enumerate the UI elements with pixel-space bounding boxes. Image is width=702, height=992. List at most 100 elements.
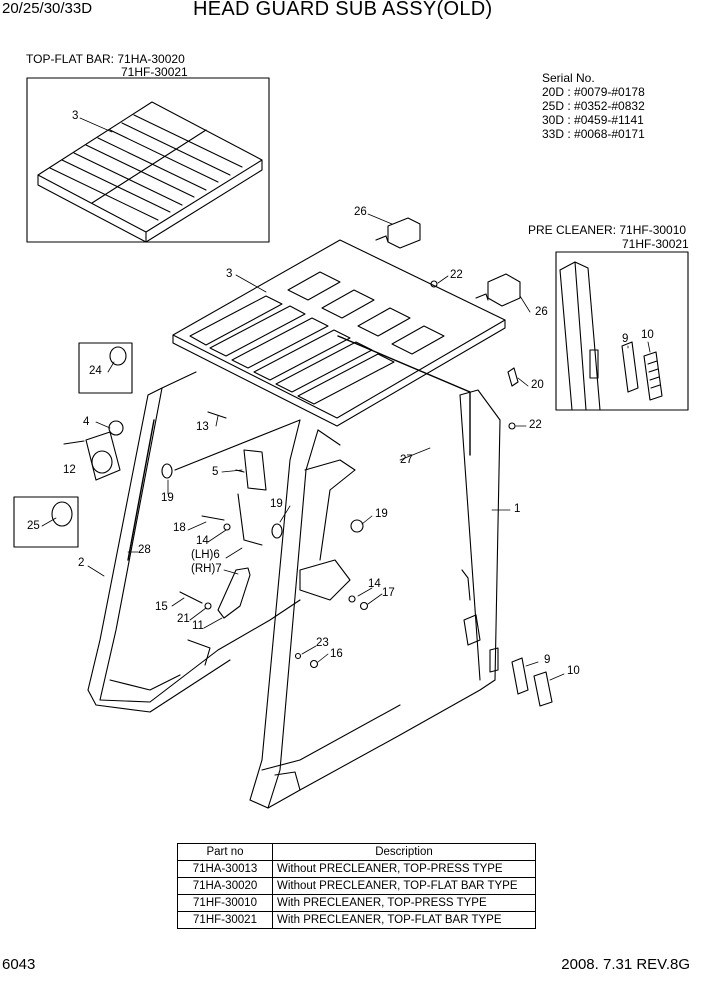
callout-18: 18 [173, 522, 186, 534]
part-no-cell: 71HF-30021 [177, 911, 273, 929]
column-header-part-no: Part no [177, 843, 273, 861]
page-title: HEAD GUARD SUB ASSY(OLD) [193, 0, 493, 20]
callout-15: 15 [155, 601, 168, 613]
grommet-19-middle [271, 523, 283, 539]
top-flat-bar-detail-box [26, 77, 270, 243]
callout-14: 14 [368, 578, 381, 590]
callout-5: 5 [212, 466, 219, 478]
lamp-25-detail-box [13, 496, 79, 548]
wire-harness-28 [127, 419, 155, 561]
mirror-bracket-6 [237, 493, 263, 546]
bolt-12 [63, 440, 85, 445]
part-no-cell: 71HA-30020 [177, 877, 273, 895]
cap-22-right [508, 422, 516, 430]
grab-handle-7 [217, 567, 251, 619]
washer-21 [204, 602, 212, 610]
callout-9: 9 [544, 654, 551, 666]
callout-19: 19 [375, 508, 388, 520]
table-row: 71HF-30010 With PRECLEANER, TOP-PRESS TY… [177, 894, 536, 912]
description-cell: With PRECLEANER, TOP-PRESS TYPE [272, 894, 536, 912]
model-label: 20/25/30/33D [2, 0, 93, 17]
callout-22: 22 [450, 269, 463, 281]
top-flat-bar-grid [37, 101, 263, 243]
part-no-cell: 71HA-30013 [177, 860, 273, 878]
canopy-top-panel [172, 239, 506, 427]
callout-27: 27 [400, 454, 413, 466]
grommet-19-left [161, 463, 173, 479]
cap-22-upper [430, 280, 438, 288]
callout-4: 4 [83, 416, 90, 428]
callout-24: 24 [89, 365, 102, 377]
nut-16 [309, 659, 319, 669]
lamp-bulb-24 [109, 346, 127, 366]
callout-3: 3 [226, 268, 233, 280]
callout-19: 19 [161, 492, 174, 504]
nut-17 [359, 601, 369, 611]
parts-table: Part no Description 71HA-30013 Without P… [177, 843, 536, 929]
callout-11: 11 [192, 620, 204, 632]
lamp-bracket [85, 431, 121, 481]
column-header-description: Description [272, 843, 536, 861]
table-row: 71HA-30020 Without PRECLEANER, TOP-FLAT … [177, 877, 536, 895]
page-number: 6043 [2, 956, 36, 973]
callout-26: 26 [354, 206, 367, 218]
serial-line: 33D : #0068-#0171 [542, 127, 645, 141]
table-row: 71HA-30013 Without PRECLEANER, TOP-PRESS… [177, 860, 536, 878]
bolt-13 [207, 411, 227, 419]
pre-cleaner-detail-post [559, 261, 663, 411]
callout-1: 1 [514, 503, 521, 515]
head-guard-frame [87, 371, 501, 809]
callout-20: 20 [531, 379, 544, 391]
callout-22: 22 [529, 419, 542, 431]
washer-23 [294, 652, 302, 660]
grommet-19-right [350, 519, 364, 533]
callout-13: 13 [196, 421, 209, 433]
pre-cleaner-detail-box [555, 251, 689, 411]
callout-23: 23 [316, 637, 329, 649]
description-cell: Without PRECLEANER, TOP-PRESS TYPE [272, 860, 536, 878]
callout-25: 25 [27, 520, 40, 532]
washer-14-lower [348, 595, 356, 603]
reflector-10 [533, 671, 553, 707]
callout-2: 2 [78, 557, 85, 569]
callout-16: 16 [330, 648, 343, 660]
callout-9: 9 [622, 333, 629, 345]
callout-10: 10 [567, 665, 580, 677]
pre-cleaner-note: PRE CLEANER: 71HF-30010 [528, 223, 687, 237]
callout-21: 21 [177, 613, 190, 625]
serial-heading: Serial No. [542, 71, 595, 85]
work-lamp-26-right [475, 273, 521, 307]
bolt-18 [201, 515, 225, 521]
lamp-24-detail-box [78, 342, 133, 394]
callout-17: 17 [382, 587, 395, 599]
table-row: 71HF-30021 With PRECLEANER, TOP-FLAT BAR… [177, 911, 536, 929]
reflector-9 [511, 657, 529, 695]
serial-line: 25D : #0352-#0832 [542, 99, 645, 113]
lamp-25 [51, 501, 73, 527]
description-cell: Without PRECLEANER, TOP-FLAT BAR TYPE [272, 877, 536, 895]
table-header-row: Part no Description [177, 843, 536, 861]
bolt-15 [179, 591, 203, 604]
callout-3: 3 [72, 110, 79, 122]
lamp-bracket-4 [108, 420, 124, 436]
callout-19: 19 [270, 498, 283, 510]
revision-date: 2008. 7.31 REV.8G [561, 956, 690, 973]
callout-26: 26 [535, 306, 548, 318]
work-lamp-26-upper [375, 217, 421, 249]
pre-cleaner-note-2: 71HF-30021 [622, 237, 689, 251]
top-flat-bar-note-2: 71HF-30021 [121, 65, 188, 79]
part-no-cell: 71HF-30010 [177, 894, 273, 912]
head-lamp [91, 450, 113, 474]
callout-10: 10 [641, 329, 654, 341]
grommet-20 [507, 367, 519, 387]
top-flat-bar-note: TOP-FLAT BAR: 71HA-30020 [26, 52, 185, 66]
leader-lines [41, 117, 651, 681]
serial-line: 20D : #0079-#0178 [542, 85, 645, 99]
callout-14: 14 [196, 535, 209, 547]
callout-12: 12 [63, 464, 76, 476]
description-cell: With PRECLEANER, TOP-FLAT BAR TYPE [272, 911, 536, 929]
wire-harness-27 [337, 335, 471, 456]
washer-14-upper [223, 523, 231, 531]
serial-line: 30D : #0459-#1141 [542, 113, 644, 127]
